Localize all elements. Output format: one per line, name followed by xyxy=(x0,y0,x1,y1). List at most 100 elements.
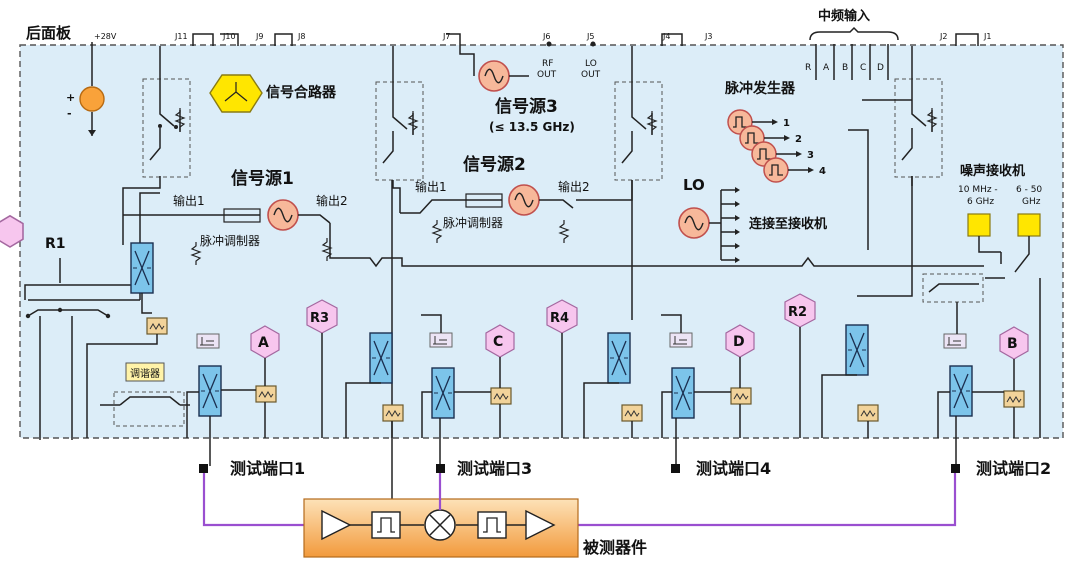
tuner-label: 调谐器 xyxy=(130,368,160,380)
pulse-gen-title: 脉冲发生器 xyxy=(724,80,796,97)
pin-j1: J1 xyxy=(983,32,991,41)
attenuator-c xyxy=(490,387,512,405)
switch-a xyxy=(196,333,220,349)
switch-b xyxy=(943,333,967,349)
pin-j8: J8 xyxy=(297,32,305,41)
coupler-a xyxy=(198,365,222,417)
test-port-4[interactable]: 测试端口4 xyxy=(671,459,771,478)
attenuator-a xyxy=(255,385,277,403)
noise-band1-l1: 10 MHz - xyxy=(958,185,998,195)
if-input-channels: R A B C D xyxy=(805,63,884,73)
receiver-r3-label: R3 xyxy=(310,311,329,326)
noise-band2-l2: GHz xyxy=(1022,197,1041,207)
test-port-3-label: 测试端口3 xyxy=(457,459,532,478)
signal-combiner-label: 信号合路器 xyxy=(266,84,337,101)
source1-modulator-label: 脉冲调制器 xyxy=(200,233,260,248)
source1-icon xyxy=(267,199,299,231)
if-channel-b: B xyxy=(842,63,848,73)
rear-panel xyxy=(19,44,1064,439)
lo-title: LO xyxy=(683,176,705,194)
svg-text:+: + xyxy=(66,91,75,104)
rf-out-label-1: RF xyxy=(542,59,553,69)
coupler-b xyxy=(949,365,973,417)
source3-freq: (≤ 13.5 GHz) xyxy=(489,120,575,134)
pin-j11: J11 xyxy=(174,32,188,41)
lo-out-label-2: OUT xyxy=(581,70,601,80)
pin-j3: J3 xyxy=(704,32,712,41)
noise-receiver-high-band xyxy=(1017,213,1041,237)
lo-source-icon xyxy=(678,207,710,239)
switch-block-2 xyxy=(375,81,424,181)
test-port-1-label: 测试端口1 xyxy=(230,459,305,478)
attenuator-r2 xyxy=(857,404,879,422)
switch-block-4 xyxy=(894,78,943,178)
coupler-r4 xyxy=(607,332,631,384)
noise-band2-l1: 6 - 50 xyxy=(1016,185,1042,195)
test-port-4-label: 测试端口4 xyxy=(696,459,771,478)
if-channel-r: R xyxy=(805,63,811,73)
attenuator-1 xyxy=(146,317,168,335)
source1-out2: 输出2 xyxy=(316,193,348,208)
attenuator-r4 xyxy=(621,404,643,422)
receiver-c-label: C xyxy=(493,334,503,350)
source1-title: 信号源1 xyxy=(231,168,294,189)
tuner-box xyxy=(125,362,165,382)
power-supply-icon xyxy=(79,86,105,112)
receiver-r4-label: R4 xyxy=(550,311,569,326)
test-port-2[interactable]: 测试端口2 xyxy=(951,459,1051,478)
receiver-r1-label: R1 xyxy=(45,236,66,252)
pulse-generator xyxy=(727,109,814,183)
source1-out1: 输出1 xyxy=(173,193,205,208)
coupler-d xyxy=(671,367,695,419)
coupler-c xyxy=(431,367,455,419)
signal-combiner-icon xyxy=(209,74,263,113)
lo-connect-label: 连接至接收机 xyxy=(749,216,827,232)
if-channel-d: D xyxy=(877,63,884,73)
source3-icon xyxy=(478,60,510,92)
coupler-r3 xyxy=(369,332,393,384)
dut xyxy=(303,497,579,558)
cable-port2 xyxy=(560,473,957,527)
source3-title: 信号源3 xyxy=(495,96,558,117)
source2-out2: 输出2 xyxy=(558,179,590,194)
source2-out1: 输出1 xyxy=(415,179,447,194)
pin-j2: J2 xyxy=(939,32,947,41)
switch-c xyxy=(429,332,453,348)
if-channel-a: A xyxy=(823,63,830,73)
switch-d xyxy=(669,332,693,348)
pin-28v: +28V xyxy=(94,32,117,41)
lo-out-label-1: LO xyxy=(585,59,597,69)
if-input-title: 中频输入 xyxy=(818,8,870,24)
coupler-r2 xyxy=(845,324,869,376)
test-port-2-label: 测试端口2 xyxy=(976,459,1051,478)
noise-receiver-title: 噪声接收机 xyxy=(960,163,1025,179)
test-port-1[interactable]: 测试端口1 xyxy=(199,459,305,478)
coupler-r1 xyxy=(130,242,154,294)
pin-j7: J7 xyxy=(442,32,450,41)
pulse-output-3: 3 xyxy=(807,150,814,161)
noise-band1-l2: 6 GHz xyxy=(967,197,994,207)
dut-label: 被测器件 xyxy=(583,538,647,557)
source2-modulator-label: 脉冲调制器 xyxy=(443,215,503,230)
internal-wiring xyxy=(24,46,984,510)
source2-icon xyxy=(508,184,540,216)
receiver-r1 xyxy=(0,214,24,248)
pulse-output-2: 2 xyxy=(795,134,802,145)
source2-title: 信号源2 xyxy=(463,154,526,175)
pin-j4: J4 xyxy=(662,32,670,41)
receiver-b-label: B xyxy=(1007,336,1018,352)
svg-text:-: - xyxy=(67,107,72,120)
pulse-output-4: 4 xyxy=(819,166,826,177)
receiver-a-label: A xyxy=(258,335,269,351)
pulse-output-1: 1 xyxy=(783,118,790,129)
test-port-3[interactable]: 测试端口3 xyxy=(436,459,532,478)
if-channel-c: C xyxy=(860,63,866,73)
top-connectors: +28V J11 J10 J9 J8 J7 J6 J5 J4 J3 J2 J1 xyxy=(94,32,991,41)
pin-j6: J6 xyxy=(542,32,550,41)
pin-j9: J9 xyxy=(255,32,263,41)
pin-j10: J10 xyxy=(222,32,236,41)
attenuator-b xyxy=(1003,390,1025,408)
receiver-r2-label: R2 xyxy=(788,305,807,320)
rear-panel-label: 后面板 xyxy=(26,24,72,42)
